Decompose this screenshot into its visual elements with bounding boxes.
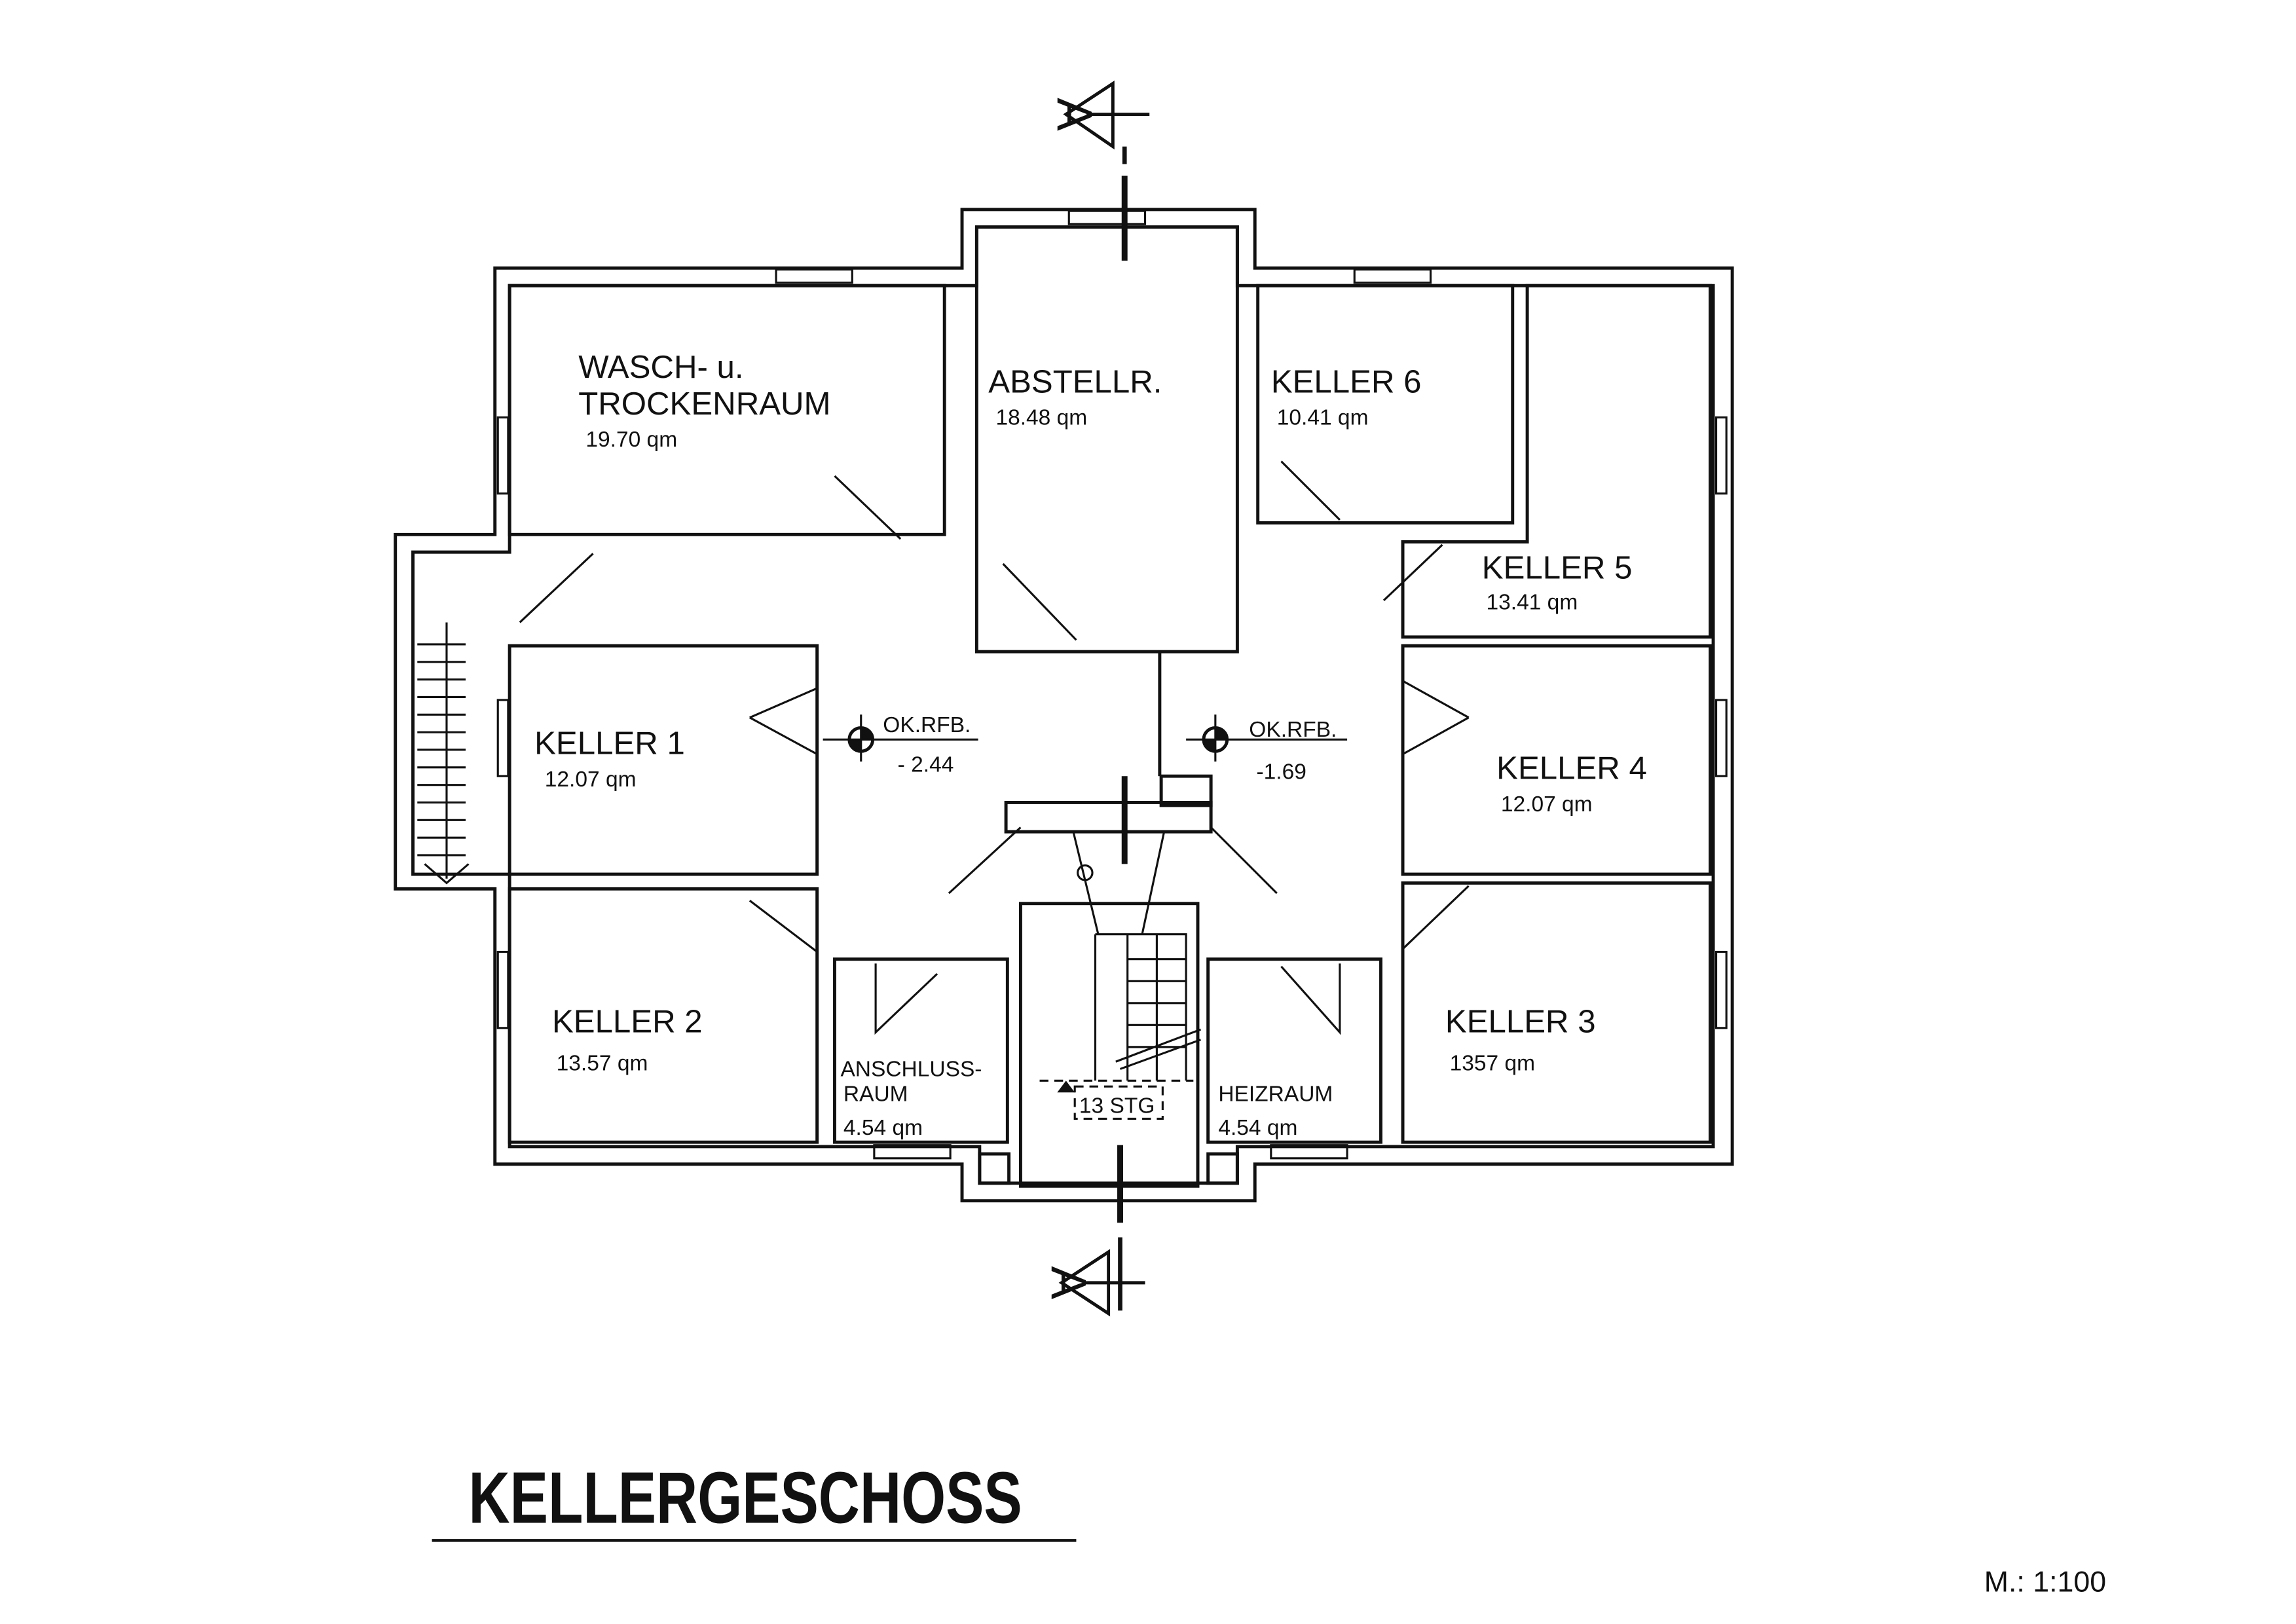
room-area: 4.54 qm [843, 1116, 923, 1140]
room-area: 12.07 qm [1501, 792, 1593, 817]
side-stair [417, 622, 470, 885]
level-label: OK.RFB. [1249, 718, 1337, 742]
level-label: OK.RFB. [883, 713, 971, 737]
plan-title: KELLERGESCHOSS [469, 1457, 1022, 1539]
room-name: RAUM [843, 1082, 908, 1107]
interior-walls [508, 225, 1713, 1188]
level-value: -1.69 [1256, 760, 1306, 784]
section-mark-top: A [1046, 98, 1102, 131]
scale-label: M.: 1:100 [1984, 1566, 2106, 1598]
room-name: TROCKENRAUM [578, 386, 830, 422]
room-area: 4.54 qm [1218, 1116, 1297, 1140]
room-name: KELLER 4 [1496, 750, 1647, 786]
level-marker-icon [823, 714, 1348, 762]
room-name: KELLER 1 [534, 726, 685, 762]
central-stair [1039, 831, 1202, 1120]
stair-count: 13 STG [1079, 1094, 1155, 1118]
windows [496, 210, 1728, 1160]
room-name: WASCH- u. [578, 349, 743, 385]
door-swings [519, 460, 1470, 1035]
room-area: 1357 qm [1450, 1052, 1535, 1076]
room-name: HEIZRAUM [1218, 1082, 1333, 1107]
section-line [1058, 81, 1150, 1317]
room-name: KELLER 3 [1445, 1004, 1596, 1040]
level-value: - 2.44 [898, 753, 954, 777]
room-area: 19.70 qm [585, 428, 677, 452]
room-name: KELLER 2 [552, 1004, 703, 1040]
room-name: KELLER 6 [1271, 363, 1422, 399]
section-mark-bottom: A [1040, 1266, 1096, 1300]
room-name: ABSTELLR. [988, 363, 1162, 399]
room-area: 12.07 qm [545, 767, 637, 792]
room-area: 13.41 qm [1487, 590, 1578, 614]
room-area: 13.57 qm [557, 1052, 648, 1076]
room-area: 18.48 qm [995, 406, 1087, 430]
room-name: KELLER 5 [1482, 549, 1633, 585]
room-name: ANSCHLUSS- [840, 1058, 982, 1082]
room-area: 10.41 qm [1277, 406, 1369, 430]
